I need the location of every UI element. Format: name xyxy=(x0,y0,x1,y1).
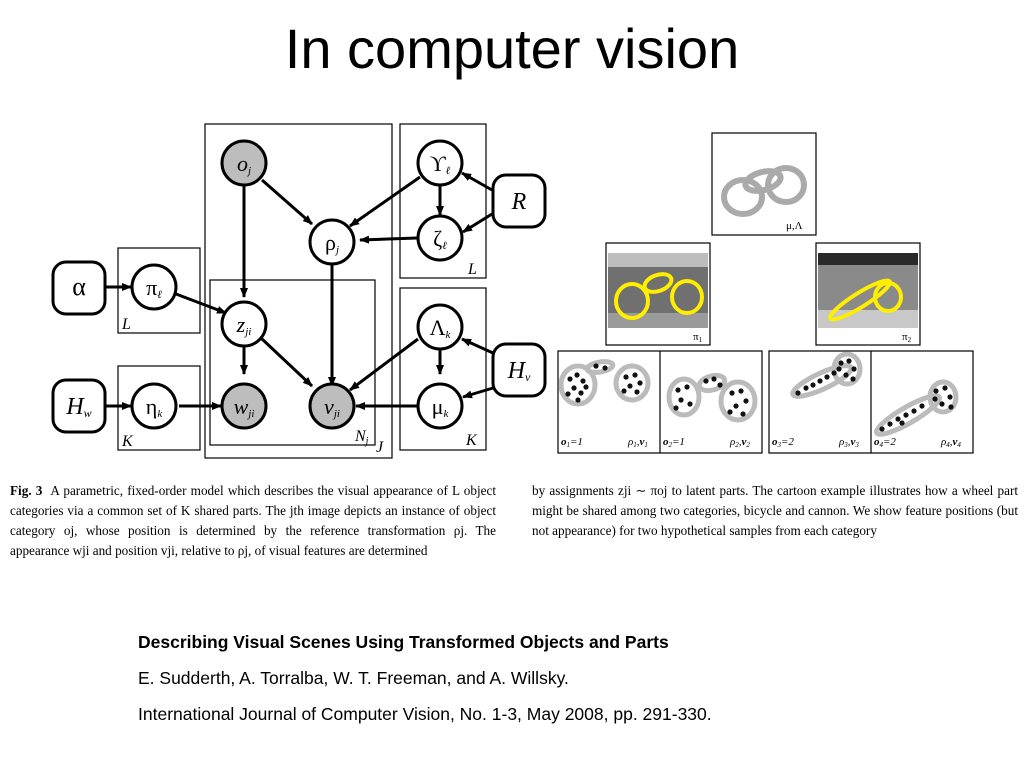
plate-L-left xyxy=(117,247,201,334)
node-Lambda xyxy=(416,303,464,351)
plate-label-N: Nj xyxy=(354,428,369,447)
slide-title: In computer vision xyxy=(284,17,740,80)
pi-label-1: π1 xyxy=(693,331,703,344)
node-labels: oj ρj ϒℓ ζℓ R α πℓ zji Λk Hv Hw ηk wji v… xyxy=(65,151,531,420)
cartoon-example-panel: μ,Λ π1 π2 xyxy=(557,132,974,454)
figure-label: Fig. 3 xyxy=(10,483,43,498)
svg-text:ϒℓ: ϒℓ xyxy=(430,151,451,177)
template-parts xyxy=(721,165,807,217)
sample-label-rv-1: ρ1,v1 xyxy=(627,436,648,449)
reference-journal: International Journal of Computer Vision… xyxy=(138,704,712,724)
plate-N xyxy=(209,279,376,446)
node-v xyxy=(308,382,356,430)
template-box: μ,Λ xyxy=(711,132,817,236)
reference-authors: E. Sudderth, A. Torralba, W. T. Freeman,… xyxy=(138,668,569,688)
node-R xyxy=(491,173,547,229)
plate-label-L-right: L xyxy=(467,261,477,278)
figure-caption-left-text: A parametric, fixed-order model which de… xyxy=(10,483,496,558)
svg-text:ζℓ: ζℓ xyxy=(433,226,447,252)
node-mu xyxy=(416,382,464,430)
svg-text:Hv: Hv xyxy=(507,358,531,384)
sample-label-o-1: o1=1 xyxy=(561,436,583,449)
template-label: μ,Λ xyxy=(786,220,803,232)
node-upsilon xyxy=(416,139,464,187)
node-rho xyxy=(308,218,356,266)
figure-caption-right: by assignments zji ∼ πoj to latent parts… xyxy=(532,483,1018,538)
svg-text:Λk: Λk xyxy=(430,315,452,341)
node-o xyxy=(220,139,268,187)
plate-J xyxy=(204,123,393,459)
category-box-1: π1 xyxy=(605,242,711,346)
svg-text:α: α xyxy=(72,272,86,301)
pi-label-2: π2 xyxy=(902,331,912,344)
svg-text:Hw: Hw xyxy=(65,394,91,420)
sample-label-o-3: o3=2 xyxy=(772,436,794,449)
plate-label-L-left: L xyxy=(121,316,131,333)
svg-text:vji: vji xyxy=(324,394,340,420)
node-zeta xyxy=(416,214,464,262)
plate-label-K-left: K xyxy=(121,433,134,450)
node-pi xyxy=(130,263,178,311)
samples-row: o1=1 ρ1,v1 o2=1 ρ2,v2 o3=2 ρ3,v3 o4=2 ρ4… xyxy=(557,350,974,454)
plate-label-K-right: K xyxy=(465,432,478,449)
svg-text:zji: zji xyxy=(236,312,252,338)
svg-text:ηk: ηk xyxy=(146,394,164,420)
plate-K-right xyxy=(399,287,487,451)
node-alpha xyxy=(51,260,107,316)
sample-label-o-4: o4=2 xyxy=(874,436,896,449)
sample-label-rv-3: ρ3,v3 xyxy=(838,436,859,449)
category-box-2: π2 xyxy=(815,242,921,346)
plates xyxy=(117,123,487,459)
svg-text:πℓ: πℓ xyxy=(146,275,162,301)
reference-title: Describing Visual Scenes Using Transform… xyxy=(138,632,669,652)
plate-label-J: J xyxy=(376,439,384,456)
svg-text:R: R xyxy=(511,189,527,215)
graphical-model-diagram: J Nj L L K K xyxy=(51,123,547,459)
edges xyxy=(104,171,494,410)
plate-K-left xyxy=(117,365,201,451)
node-Hw xyxy=(51,378,107,434)
nodes xyxy=(51,139,547,434)
svg-text:wji: wji xyxy=(234,394,255,420)
node-w xyxy=(220,382,268,430)
plate-L-right xyxy=(399,123,487,279)
sample-label-rv-2: ρ2,v2 xyxy=(729,436,750,449)
sample-label-rv-4: ρ4,v4 xyxy=(940,436,961,449)
node-Hv xyxy=(491,342,547,398)
node-z xyxy=(220,300,268,348)
svg-text:μk: μk xyxy=(432,394,450,420)
svg-text:oj: oj xyxy=(237,151,251,177)
node-eta xyxy=(130,382,178,430)
sample-label-o-2: o2=1 xyxy=(663,436,685,449)
svg-text:ρj: ρj xyxy=(325,230,339,256)
